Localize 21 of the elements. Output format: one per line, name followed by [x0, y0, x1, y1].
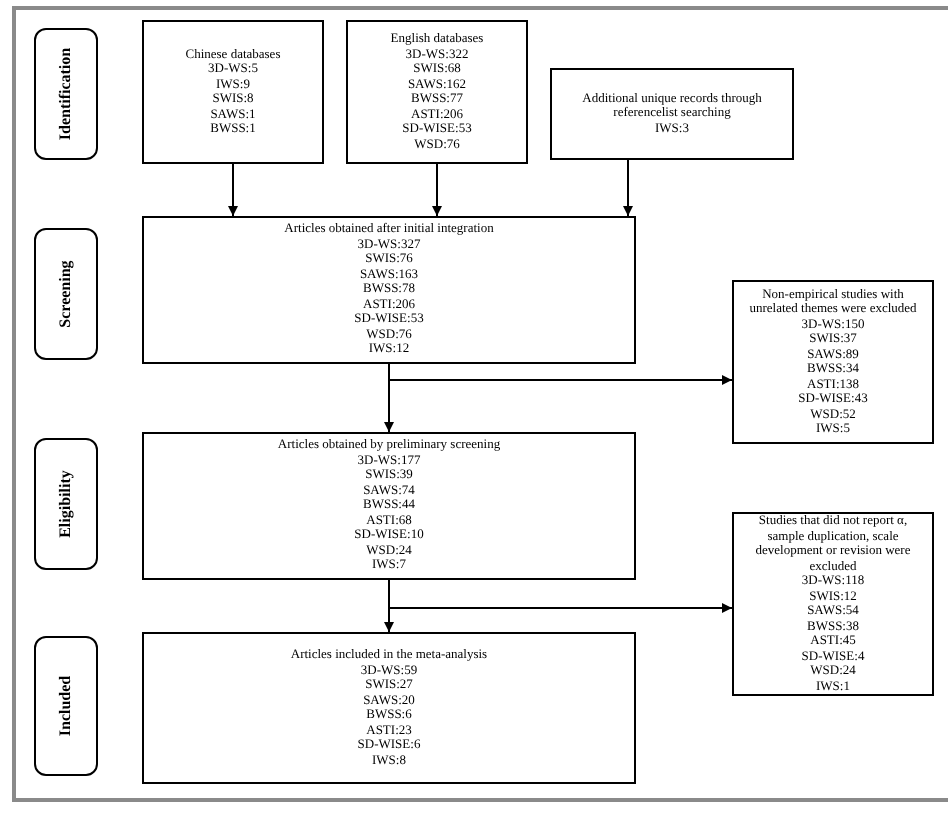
process-box: [346, 20, 528, 164]
process-box: [142, 432, 636, 580]
stage-pill: [34, 228, 98, 360]
arrow: [228, 163, 238, 217]
stage-pill: [34, 438, 98, 570]
stage-label: Identification: [54, 47, 76, 141]
process-box: [142, 216, 636, 364]
process-box: [142, 20, 324, 164]
process-box: [550, 68, 794, 160]
process-box: [732, 280, 934, 444]
arrow: [432, 163, 442, 217]
stage-label: Included: [54, 675, 76, 737]
stage-label: Screening: [54, 260, 76, 328]
process-box: [732, 512, 934, 696]
stage-label: Eligibility: [54, 470, 76, 538]
arrow: [388, 579, 733, 613]
stage-pill: [34, 28, 98, 160]
arrow: [388, 363, 733, 385]
stage-pill: [34, 636, 98, 776]
arrow: [623, 159, 633, 217]
process-box: [142, 632, 636, 784]
